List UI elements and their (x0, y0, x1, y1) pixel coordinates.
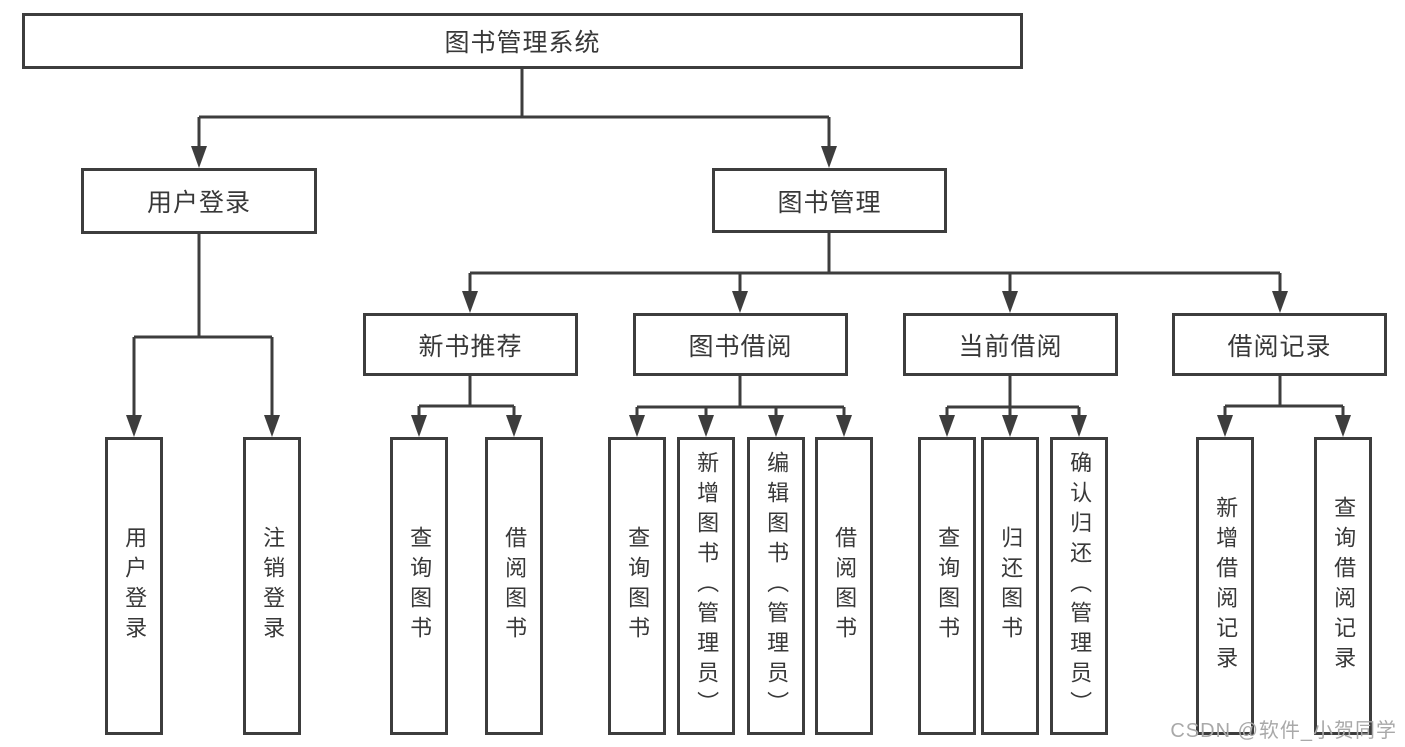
arrowhead (411, 415, 427, 437)
arrowhead (462, 291, 478, 313)
leaf-query-books-recommend: 查询图书 (390, 437, 448, 735)
arrowhead (836, 415, 852, 437)
leaf-label: 新增借阅记录 (1213, 496, 1239, 676)
leaf-query-books-current: 查询图书 (918, 437, 976, 735)
arrowhead (732, 291, 748, 313)
arrowhead (506, 415, 522, 437)
leaf-user-login: 用户登录 (105, 437, 163, 735)
node-label: 图书管理系统 (444, 29, 601, 57)
arrowhead (191, 146, 207, 168)
arrowhead (821, 146, 837, 168)
arrowhead (1002, 415, 1018, 437)
leaf-query-borrow-record: 查询借阅记录 (1314, 437, 1372, 735)
node-label: 用户登录 (146, 189, 251, 217)
node-new-book-recommendation: 新书推荐 (363, 313, 578, 376)
leaf-query-books-borrow: 查询图书 (608, 437, 666, 735)
node-label: 当前借阅 (958, 332, 1063, 361)
node-book-management: 图书管理 (712, 168, 947, 233)
watermark: CSDN @软件_小贺同学 (1170, 720, 1397, 742)
arrowhead (1071, 415, 1087, 437)
leaf-label: 编辑图书（管理员） (764, 451, 790, 721)
leaf-label: 查询图书 (625, 526, 651, 646)
leaf-label: 用户登录 (122, 526, 148, 646)
node-label: 图书借阅 (688, 332, 793, 361)
arrowhead (939, 415, 955, 437)
node-label: 新书推荐 (418, 332, 523, 361)
node-label: 借阅记录 (1227, 332, 1332, 361)
leaf-add-book-admin: 新增图书（管理员） (677, 437, 735, 735)
leaf-label: 归还图书 (998, 526, 1024, 646)
leaf-label: 查询图书 (935, 526, 961, 646)
leaf-add-borrow-record: 新增借阅记录 (1196, 437, 1254, 735)
node-borrowing-records: 借阅记录 (1172, 313, 1387, 376)
arrowhead (1335, 415, 1351, 437)
leaf-confirm-return-admin: 确认归还（管理员） (1050, 437, 1108, 735)
leaf-borrow-books: 借阅图书 (815, 437, 873, 735)
arrowhead (768, 415, 784, 437)
arrowhead (126, 415, 142, 437)
node-label: 图书管理 (777, 188, 882, 217)
arrowhead (1272, 291, 1288, 313)
arrowhead (1217, 415, 1233, 437)
leaf-borrow-books-recommend: 借阅图书 (485, 437, 543, 735)
arrowhead (698, 415, 714, 437)
arrowhead (1002, 291, 1018, 313)
arrowhead (264, 415, 280, 437)
node-user-login: 用户登录 (81, 168, 317, 234)
leaf-edit-book-admin: 编辑图书（管理员） (747, 437, 805, 735)
leaf-label: 借阅图书 (502, 526, 528, 646)
node-current-borrowing: 当前借阅 (903, 313, 1118, 376)
leaf-label: 查询借阅记录 (1331, 496, 1357, 676)
leaf-label: 查询图书 (407, 526, 433, 646)
leaf-return-books: 归还图书 (981, 437, 1039, 735)
leaf-label: 借阅图书 (832, 526, 858, 646)
leaf-logout: 注销登录 (243, 437, 301, 735)
leaf-label: 新增图书（管理员） (694, 451, 720, 721)
leaf-label: 注销登录 (260, 526, 286, 646)
leaf-label: 确认归还（管理员） (1067, 451, 1093, 721)
node-book-borrowing: 图书借阅 (633, 313, 848, 376)
arrowhead (629, 415, 645, 437)
node-library-management-system: 图书管理系统 (22, 13, 1023, 69)
